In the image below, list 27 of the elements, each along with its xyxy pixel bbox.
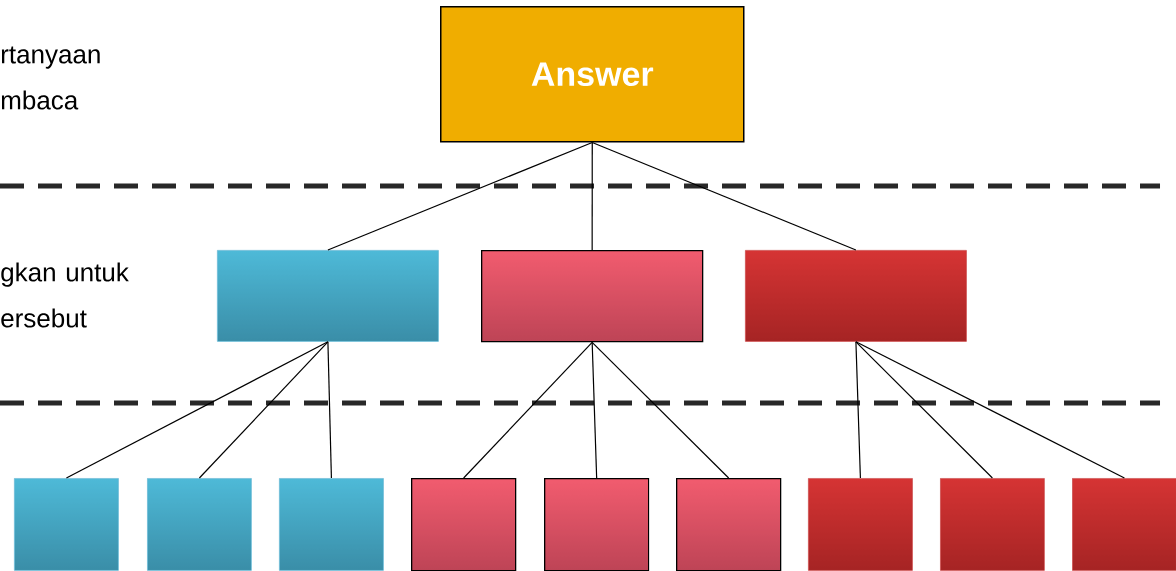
side-note: rtanyaan mbaca — [1, 46, 100, 110]
connector-line — [591, 141, 857, 251]
connector-line — [591, 341, 598, 479]
side-note: gkan untuk ersebut — [1, 262, 129, 328]
connector-line — [591, 141, 593, 251]
connector-line — [198, 341, 329, 479]
connector-line — [327, 141, 593, 251]
connector-line — [855, 341, 1125, 479]
empty-box — [808, 478, 913, 571]
connector-line — [855, 341, 861, 479]
empty-box — [940, 478, 1045, 571]
empty-box — [14, 478, 119, 571]
connector-line — [855, 341, 993, 479]
empty-box — [279, 478, 384, 571]
empty-box — [745, 250, 967, 342]
empty-box — [147, 478, 252, 571]
answer-box: Answer — [440, 6, 745, 143]
connector-line — [463, 341, 593, 479]
empty-box — [544, 478, 650, 571]
connector-line — [65, 341, 329, 479]
empty-box — [217, 250, 439, 342]
connector-line — [327, 341, 332, 479]
empty-box — [481, 250, 704, 343]
connector-line — [591, 341, 730, 479]
empty-box — [676, 478, 782, 571]
empty-box — [411, 478, 517, 571]
empty-box — [1072, 478, 1176, 571]
